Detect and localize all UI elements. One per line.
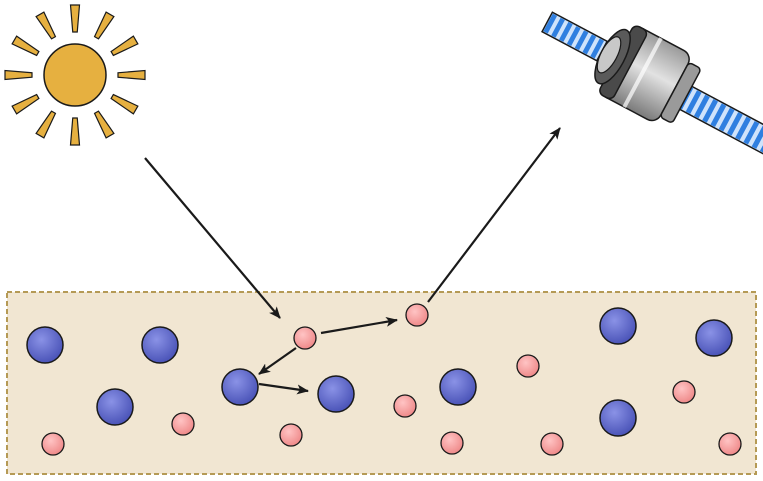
sun-ray [117,69,146,81]
panel-cell [751,125,763,149]
large-particle [695,319,733,357]
sun-ray [110,93,139,115]
panel-cell [710,103,727,128]
panel-cell [582,34,597,55]
sun-ray [11,35,40,57]
sun-icon [4,4,146,146]
panel-cell [718,107,735,132]
satellite-panel-left [541,11,616,62]
panel-cell [735,116,751,141]
panel-cell [726,112,743,136]
panel-cell [543,13,558,34]
large-particle [96,388,134,426]
large-particle [221,368,259,406]
incoming-light-arrow [144,157,281,319]
sun-ray [93,11,115,40]
small-particle [41,432,65,456]
sun-ray [35,11,57,40]
large-particle [26,326,64,364]
panel-cell [590,38,605,59]
small-particle [672,380,696,404]
satellite-body [594,25,701,123]
large-particle [439,368,477,406]
small-particle [293,326,317,350]
sun-ray [35,110,57,139]
large-particle [599,307,637,345]
panel-cell [574,30,589,51]
sun-ray [4,69,33,81]
panel-cell [702,99,719,123]
panel-cell [551,17,565,38]
large-particle [317,375,355,413]
sun-ray [69,117,81,146]
satellite-panel-right [669,83,763,162]
outgoing-light-arrow [427,127,561,303]
panel-cell [685,90,702,114]
small-particle [279,423,303,447]
sun-ray [69,4,81,33]
small-particle [540,432,564,456]
panel-cell [743,120,760,145]
panel-cell [559,21,573,42]
medium-region [6,291,757,475]
sun-ray [93,110,115,139]
arrows [144,127,561,395]
scatter-arrow [258,382,309,395]
satellite-icon [541,11,763,162]
sun-ray [110,35,139,57]
panel-cell [566,26,581,47]
large-particle [599,399,637,437]
particles [26,303,742,456]
panel-cell [693,94,710,119]
small-particle [718,432,742,456]
sun-ray [11,93,40,115]
sun-rays [4,4,146,146]
small-particle [171,412,195,436]
large-particle [141,326,179,364]
small-particle [393,394,417,418]
scatter-arrow [258,347,297,375]
scatter-arrow [320,316,398,335]
small-particle [405,303,429,327]
small-particle [516,354,540,378]
sun-disc [43,43,107,107]
small-particle [440,431,464,455]
